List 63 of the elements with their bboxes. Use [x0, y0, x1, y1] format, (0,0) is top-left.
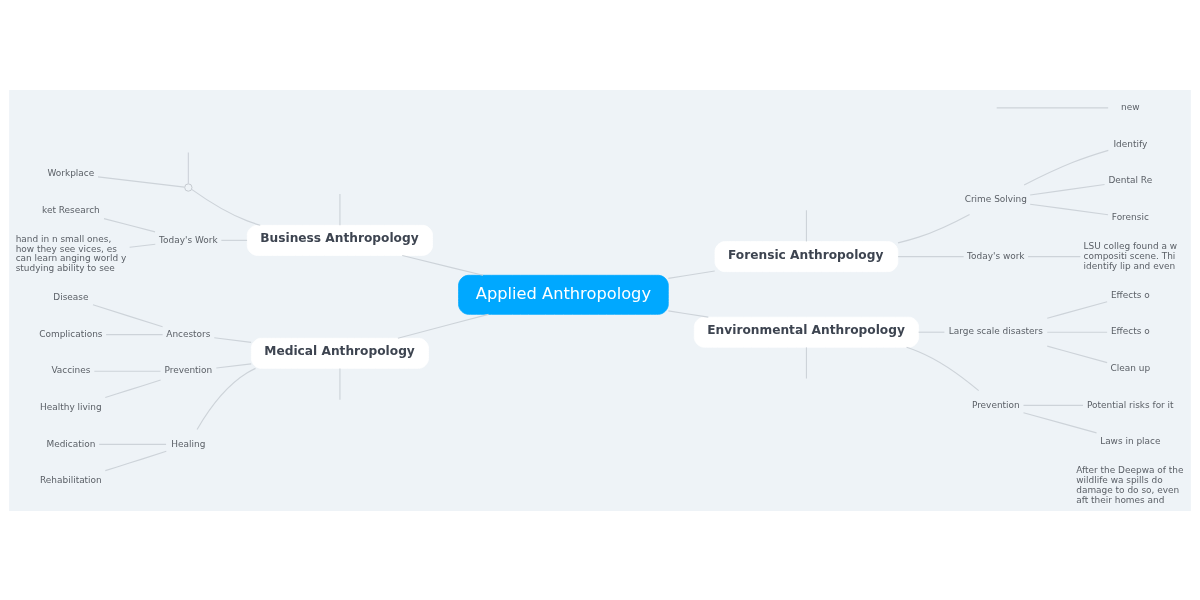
node-text: Crime Solving	[964, 193, 1027, 204]
connector	[897, 213, 971, 243]
connector	[1046, 345, 1108, 363]
connector	[129, 243, 156, 248]
node-text: Prevention	[164, 364, 213, 375]
node-text: Today's Work	[159, 234, 218, 245]
node-text: Large scale disasters	[948, 325, 1043, 336]
connector	[1023, 149, 1109, 186]
connector	[213, 336, 252, 343]
node-text: Complications	[39, 328, 103, 339]
connector	[103, 217, 156, 232]
connector	[805, 209, 807, 242]
connector	[104, 450, 167, 471]
node-box: Forensic Anthropology	[714, 240, 899, 272]
node-text: Vaccines	[51, 364, 91, 375]
node-text: Workplace	[47, 167, 95, 178]
connector	[897, 255, 965, 257]
node-text: ket Research	[42, 204, 100, 215]
connector	[104, 378, 162, 398]
node-text: Forensic	[1111, 211, 1149, 222]
connector	[191, 188, 261, 226]
node-text: Rehabilitation	[40, 474, 102, 485]
connector	[196, 367, 257, 430]
connector	[805, 346, 807, 379]
node-text: Identify	[1113, 138, 1148, 149]
node-text: Dental Re	[1108, 174, 1153, 185]
node-text: Prevention	[971, 399, 1020, 410]
node-text: Clean up	[1110, 362, 1151, 373]
connector	[1046, 300, 1108, 319]
connector	[1029, 183, 1106, 196]
node-text: Healing	[171, 438, 206, 449]
connector	[215, 362, 252, 369]
node-text: Healthy living	[40, 401, 102, 412]
node-text: Effects o	[1110, 325, 1150, 336]
connector	[1029, 203, 1109, 215]
node-text: Disease	[53, 291, 89, 302]
connector	[397, 313, 490, 339]
node-text: hand in n small ones, how they see vices, es can learn anging world y studying ability to see	[15, 233, 127, 273]
connector	[1022, 404, 1084, 406]
connector	[906, 346, 980, 391]
connector	[97, 175, 186, 188]
node-text: Medication	[46, 438, 96, 449]
node-box: Applied Anthropology	[458, 274, 669, 315]
node-text: Laws in place	[1100, 435, 1161, 446]
node-box: Environmental Anthropology	[693, 316, 919, 348]
node-text: Ancestors	[166, 328, 211, 339]
connector	[98, 443, 167, 445]
node-circle	[184, 182, 193, 192]
connector	[1027, 255, 1081, 257]
node-box: Business Anthropology	[246, 224, 433, 256]
connector	[667, 309, 709, 318]
connector	[1022, 411, 1098, 433]
node-text: After the Deepwa of the wildlife wa spills do damage to do so, even aft their homes and	[1076, 464, 1184, 505]
node-text: Potential risks for it	[1087, 399, 1174, 410]
node-text: Today's work	[967, 250, 1025, 261]
node-text: LSU colleg found a w compositi scene. Thi identify lip and even	[1083, 240, 1178, 271]
node-text: new	[1121, 101, 1140, 112]
connector	[667, 269, 716, 279]
connector	[401, 254, 484, 276]
connector	[92, 303, 164, 327]
node-text: Effects o	[1110, 289, 1150, 300]
node-box: Medical Anthropology	[250, 337, 429, 369]
connector	[105, 333, 164, 335]
